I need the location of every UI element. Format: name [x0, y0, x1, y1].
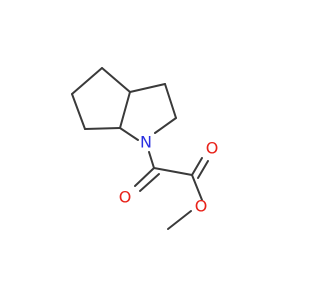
bond — [119, 91, 131, 129]
bonds-group — [71, 67, 209, 230]
bond — [101, 67, 131, 93]
bond — [119, 127, 139, 141]
bond — [167, 210, 192, 230]
bond — [164, 83, 177, 119]
bond — [191, 157, 203, 176]
structure-diagram: N O O O — [71, 67, 219, 230]
nitrogen-atom-label: N — [140, 133, 152, 152]
bond — [139, 173, 160, 192]
molecule-canvas: N O O O — [71, 67, 219, 230]
ester-carbonyl-oxygen-atom-label: O — [206, 139, 219, 158]
bond — [84, 127, 121, 130]
ester-ether-oxygen-atom-label: O — [195, 197, 208, 216]
ketone-oxygen-atom-label: O — [119, 188, 132, 207]
bond — [197, 160, 209, 179]
bond — [71, 67, 103, 95]
bond — [154, 117, 177, 134]
bond — [71, 93, 86, 130]
bond — [134, 167, 155, 187]
bond — [129, 83, 166, 93]
bond — [191, 174, 203, 201]
bond — [153, 167, 193, 176]
atom-labels-group: N O O O — [119, 133, 219, 216]
bond — [148, 151, 155, 169]
